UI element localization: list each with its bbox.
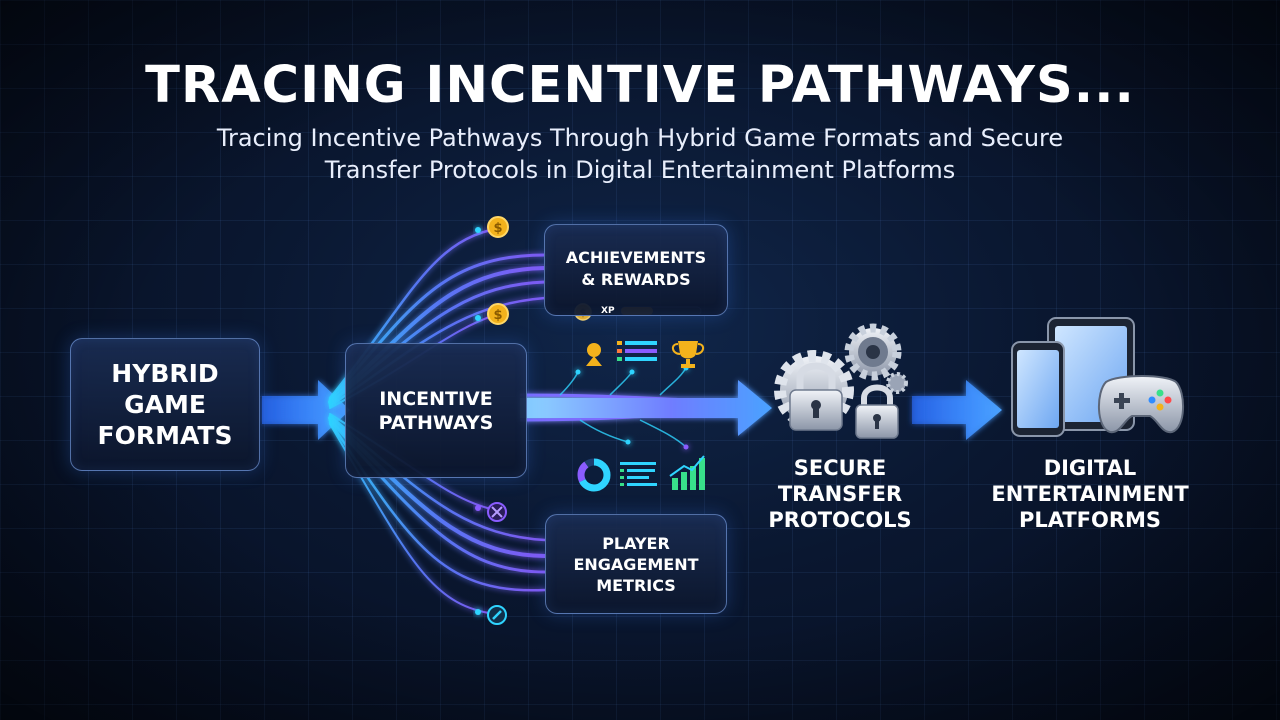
subtitle-line-2: Transfer Protocols in Digital Entertainm… [324,156,956,184]
coin-icon: $ [487,216,509,238]
node-label-line: HYBRID [111,359,219,388]
donut-chart-icon [577,458,611,492]
node-label-line: PROTOCOLS [768,508,912,532]
xp-label: XP [601,306,615,316]
node-label-line: FORMATS [97,421,233,450]
padlock-icon [855,384,899,439]
node-label-line: PLAYER [602,533,670,553]
arrow-incentive-to-secure [520,380,772,436]
node-label-line: GAME [124,390,206,419]
medal-icon [586,343,602,366]
node-player-engagement-metrics: PLAYER ENGAGEMENT METRICS [545,514,727,614]
gear-icon [886,372,908,394]
bar-chart-icon [669,455,705,490]
page-title: TRACING INCENTIVE PATHWAYS... [145,56,1135,115]
node-label-line: PATHWAYS [378,411,494,434]
gear-icon [844,323,902,381]
compass-icon [487,605,507,625]
svg-text:$: $ [493,308,502,323]
node-label-line: DIGITAL [1043,456,1137,480]
padlock-icon [789,362,843,431]
badge-icon [487,502,507,522]
arrow-secure-to-digital [912,380,1002,440]
phone-icon [1011,341,1065,437]
node-incentive-pathways: INCENTIVE PATHWAYS [345,343,527,478]
node-digital-entertainment-platforms: DIGITAL ENTERTAINMENT PLATFORMS [970,455,1210,533]
node-hybrid-game-formats: HYBRID GAME FORMATS [70,338,260,471]
coin-icon: $ [487,303,509,325]
node-label-line: TRANSFER [777,482,903,506]
node-label-line: PLATFORMS [1018,508,1162,532]
node-label-line: METRICS [596,575,676,595]
node-label-line: ACHIEVEMENTS [565,248,707,267]
page-subtitle: Tracing Incentive Pathways Through Hybri… [0,122,1280,186]
svg-text:$: $ [493,221,502,236]
node-label-line: & REWARDS [581,270,691,289]
node-label-line: ENGAGEMENT [573,554,699,574]
arrow-hybrid-to-incentive [262,380,350,440]
node-label-line: SECURE [793,456,887,480]
branch-lines [559,367,687,448]
node-achievements-rewards: ACHIEVEMENTS & REWARDS [544,224,728,316]
node-label-line: INCENTIVE [379,387,493,410]
node-secure-transfer-protocols: SECURE TRANSFER PROTOCOLS [745,455,935,533]
stream-dots [475,227,481,615]
gamepad-icon [1097,375,1185,434]
report-list-icon [620,462,657,486]
branch-dots [575,365,689,450]
core-stream [519,380,772,436]
list-icon [617,341,657,361]
node-label-line: ENTERTAINMENT [991,482,1189,506]
subtitle-line-1: Tracing Incentive Pathways Through Hybri… [216,124,1064,152]
trophy-icon [672,341,704,368]
